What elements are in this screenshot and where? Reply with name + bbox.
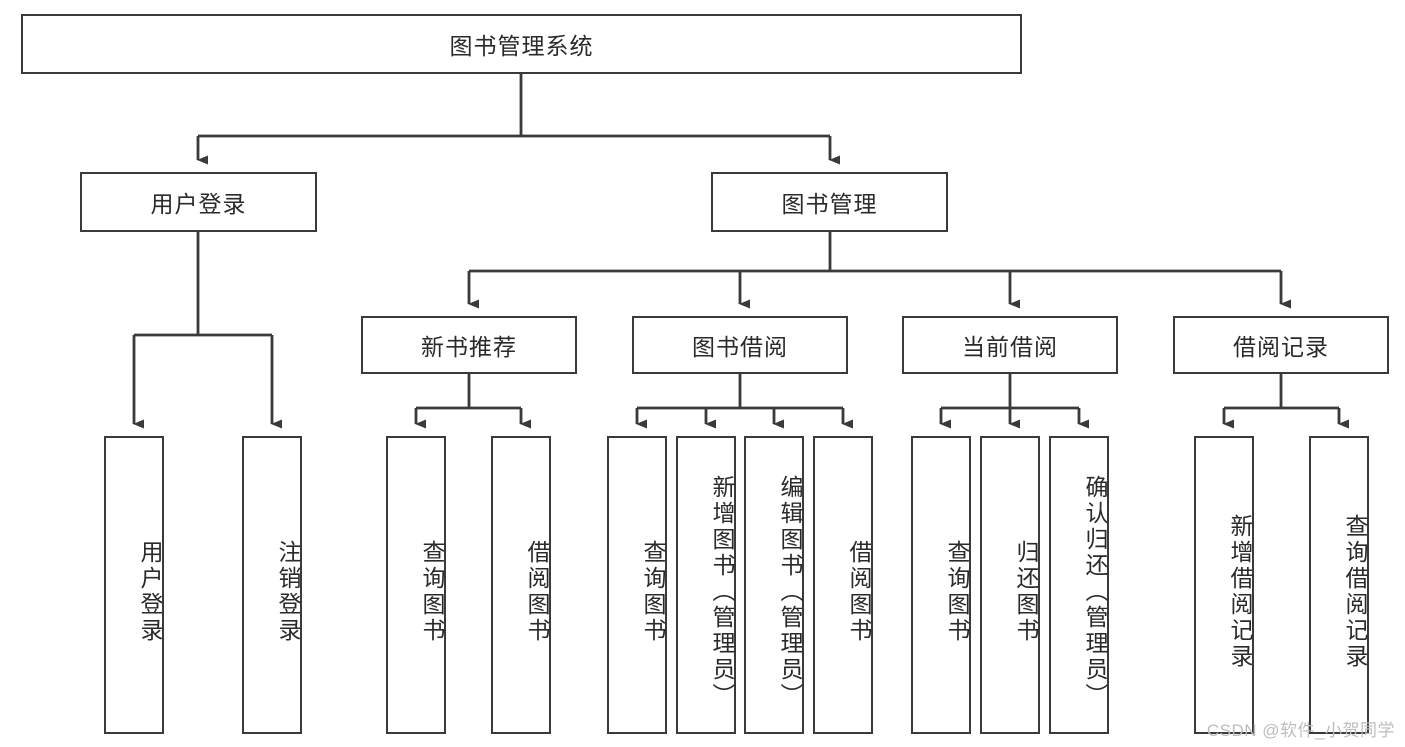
node-label: 图书借阅 <box>692 334 788 360</box>
node-leaf-logout[interactable]: 注销登录 <box>242 436 302 734</box>
node-leaf-query-book-recommend[interactable]: 查询图书 <box>386 436 446 734</box>
node-label: 借阅图书 <box>846 540 872 644</box>
node-label: 新书推荐 <box>421 334 517 360</box>
node-label: 新增借阅记录 <box>1227 514 1253 670</box>
node-label: 借阅记录 <box>1233 334 1329 360</box>
node-label: 新增图书（管理员） <box>709 475 735 709</box>
node-current-borrow[interactable]: 当前借阅 <box>902 316 1118 374</box>
node-label: 用户登录 <box>137 540 163 644</box>
node-root-book-management-system[interactable]: 图书管理系统 <box>21 14 1022 74</box>
node-leaf-query-book-current[interactable]: 查询图书 <box>911 436 971 734</box>
node-leaf-borrow-book-recommend[interactable]: 借阅图书 <box>491 436 551 734</box>
node-leaf-confirm-return-admin[interactable]: 确认归还（管理员） <box>1049 436 1109 734</box>
node-user-login[interactable]: 用户登录 <box>80 172 317 232</box>
node-label: 当前借阅 <box>962 334 1058 360</box>
node-leaf-return-book[interactable]: 归还图书 <box>980 436 1040 734</box>
node-leaf-borrow-book[interactable]: 借阅图书 <box>813 436 873 734</box>
node-label: 注销登录 <box>275 540 301 644</box>
node-borrow-record[interactable]: 借阅记录 <box>1173 316 1389 374</box>
node-book-management[interactable]: 图书管理 <box>711 172 948 232</box>
node-new-book-recommend[interactable]: 新书推荐 <box>361 316 577 374</box>
node-label: 编辑图书（管理员） <box>777 475 803 709</box>
node-leaf-add-borrow-record[interactable]: 新增借阅记录 <box>1194 436 1254 734</box>
node-label: 查询图书 <box>640 540 666 644</box>
node-label: 图书管理系统 <box>449 33 594 59</box>
node-leaf-query-book-borrow[interactable]: 查询图书 <box>607 436 667 734</box>
node-label: 图书管理 <box>781 191 878 217</box>
watermark: CSDN @软件_小贺同学 <box>1206 721 1395 740</box>
node-label: 查询图书 <box>419 540 445 644</box>
node-leaf-add-book-admin[interactable]: 新增图书（管理员） <box>676 436 736 734</box>
node-book-borrow[interactable]: 图书借阅 <box>632 316 848 374</box>
node-label: 查询图书 <box>944 540 970 644</box>
node-label: 借阅图书 <box>524 540 550 644</box>
node-leaf-user-login[interactable]: 用户登录 <box>104 436 164 734</box>
node-label: 用户登录 <box>150 191 247 217</box>
node-label: 归还图书 <box>1013 540 1039 644</box>
node-label: 查询借阅记录 <box>1342 514 1368 670</box>
node-leaf-edit-book-admin[interactable]: 编辑图书（管理员） <box>744 436 804 734</box>
node-leaf-query-borrow-record[interactable]: 查询借阅记录 <box>1309 436 1369 734</box>
node-label: 确认归还（管理员） <box>1082 475 1108 709</box>
